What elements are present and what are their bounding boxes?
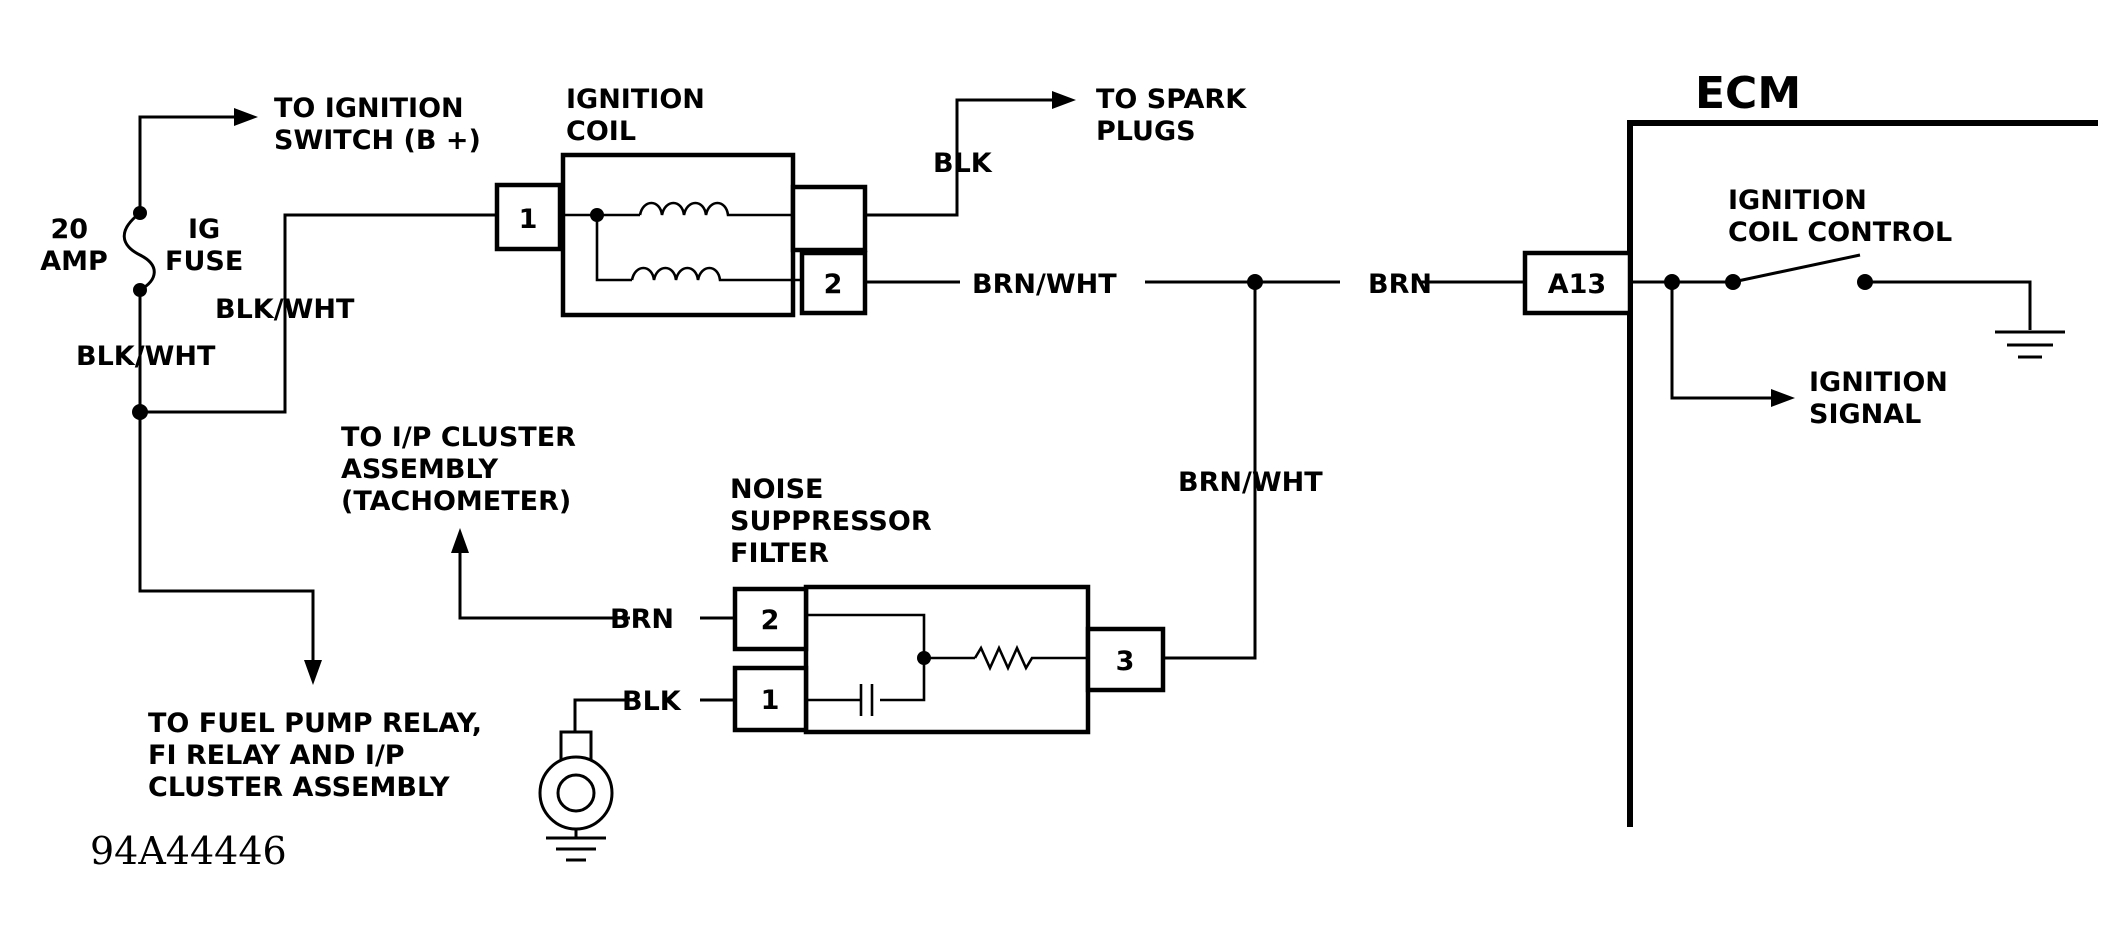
label-to-ip-cluster: TO I/P CLUSTER ASSEMBLY (TACHOMETER) bbox=[341, 422, 585, 517]
label-brn-wht-mid: BRN/WHT bbox=[972, 269, 1117, 300]
secondary-winding bbox=[638, 201, 793, 217]
label-ig-fuse: IG FUSE bbox=[165, 214, 243, 277]
ecm-pin-a13: A13 bbox=[1548, 269, 1606, 300]
filter-pin-3-box bbox=[1085, 626, 1166, 693]
noise-suppressor-filter: 2 1 3 bbox=[732, 584, 1166, 735]
coil-control-switch bbox=[1732, 253, 1861, 284]
fuse-element bbox=[122, 211, 156, 292]
label-ecm: ECM bbox=[1695, 68, 1801, 119]
ecm-boundary bbox=[1627, 120, 2098, 827]
figure-code: 94A44446 bbox=[90, 829, 287, 873]
coil-pin-1: 1 bbox=[519, 204, 538, 235]
label-brn-wht-vertical: BRN/WHT bbox=[1178, 467, 1323, 498]
ground-icon-ecm bbox=[1995, 330, 2065, 359]
label-blk-top: BLK bbox=[933, 148, 993, 179]
filter-pin-2-box bbox=[732, 586, 809, 652]
ignition-coil-body bbox=[560, 152, 796, 318]
arrow-to-ignition-switch bbox=[234, 108, 258, 126]
label-to-ignition-switch: TO IGNITION SWITCH (B +) bbox=[274, 93, 481, 156]
label-ignition-signal: IGNITION SIGNAL bbox=[1809, 367, 1957, 430]
filter-body bbox=[803, 584, 1091, 735]
label-to-spark-plugs: TO SPARK PLUGS bbox=[1096, 84, 1256, 147]
filter-pin-3: 3 bbox=[1116, 646, 1135, 677]
ignition-coil: 1 2 bbox=[494, 152, 868, 318]
arrow-to-spark-plugs bbox=[1052, 91, 1076, 109]
label-ignition-coil: IGNITION COIL bbox=[566, 84, 714, 147]
label-brn-filter: BRN bbox=[610, 604, 674, 635]
ecm: A13 bbox=[1522, 120, 2098, 827]
arrow-ignition-signal bbox=[1771, 389, 1795, 407]
label-brn-mid: BRN bbox=[1368, 269, 1432, 300]
filter-resistor bbox=[973, 644, 1088, 672]
ignition-coil-connector-right bbox=[790, 184, 868, 253]
primary-winding bbox=[630, 266, 802, 282]
ground-lug-icon bbox=[538, 730, 614, 862]
splice-blk-wht bbox=[132, 213, 497, 685]
label-fuse-amp: 20 AMP bbox=[40, 214, 108, 277]
ig-fuse bbox=[122, 108, 258, 412]
filter-pin-2: 2 bbox=[761, 605, 780, 636]
coil-pin-1-box bbox=[494, 182, 563, 252]
label-ignition-coil-control: IGNITION COIL CONTROL bbox=[1728, 185, 1952, 248]
arrow-to-ip-cluster bbox=[451, 528, 469, 553]
arrow-to-fuel-pump-relay bbox=[304, 660, 322, 685]
coil-pin-2: 2 bbox=[824, 269, 843, 300]
filter-pin-1: 1 bbox=[761, 685, 780, 716]
label-blk-wht-upper: BLK/WHT bbox=[215, 294, 355, 325]
label-blk-filter: BLK bbox=[622, 686, 682, 717]
label-blk-wht-lower: BLK/WHT bbox=[76, 341, 216, 372]
label-noise-suppressor-filter: NOISE SUPPRESSOR FILTER bbox=[730, 474, 941, 569]
label-to-fuel-pump-relay: TO FUEL PUMP RELAY, FI RELAY AND I/P CLU… bbox=[148, 708, 491, 803]
